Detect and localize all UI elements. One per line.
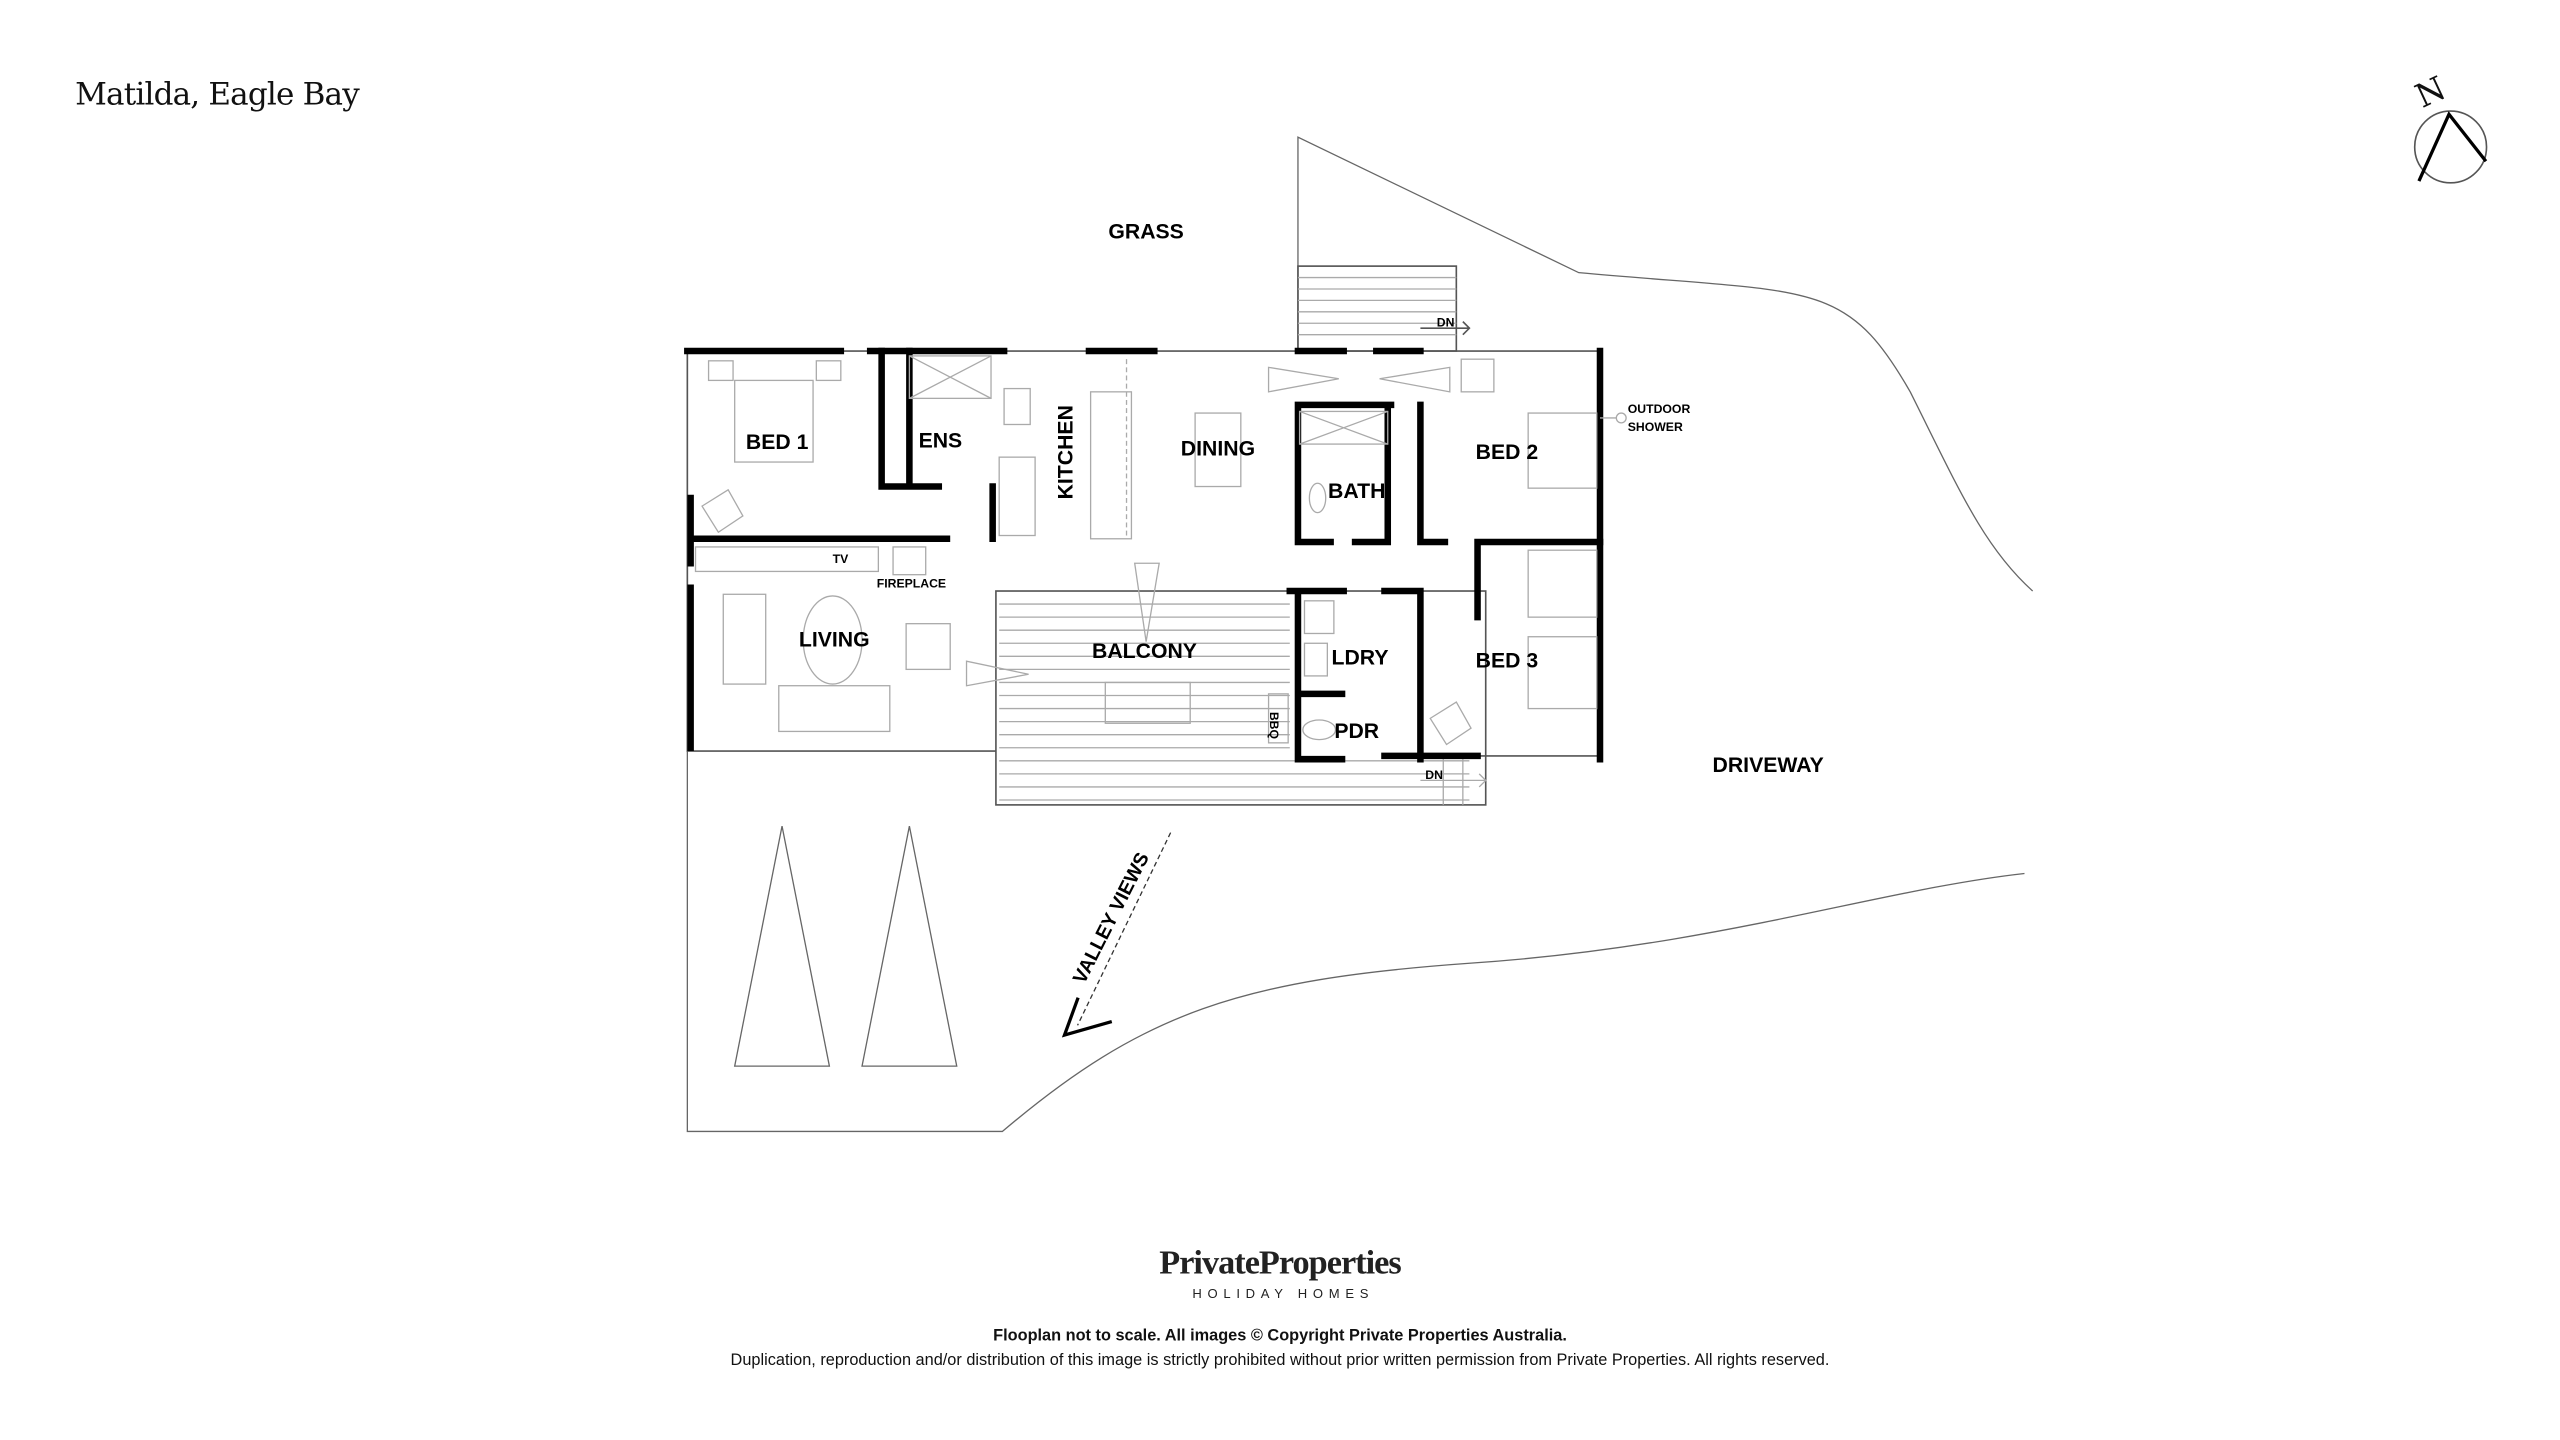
room-label-dining: DINING (1181, 438, 1255, 461)
brand-logo: PrivateProperties (1159, 1243, 1401, 1281)
room-label-kitchen: KITCHEN (1055, 405, 1078, 499)
room-label-ens: ENS (919, 429, 963, 452)
compass-letter: N (2410, 69, 2451, 115)
tv-label: TV (833, 552, 849, 566)
grass-label: GRASS (1108, 220, 1183, 243)
room-label-bed1: BED 1 (746, 431, 809, 454)
room-label-balcony: BALCONY (1092, 640, 1197, 663)
room-label-bed3: BED 3 (1476, 650, 1539, 673)
room-label-living: LIVING (799, 629, 870, 652)
footer-disclaimer: Duplication, reproduction and/or distrib… (731, 1351, 1830, 1369)
site-boundary (686, 136, 2034, 1133)
stairs-down-label-2: DN (1425, 768, 1443, 782)
fireplace-label: FIREPLACE (877, 577, 946, 591)
walls (684, 347, 1604, 763)
brand-tagline: HOLIDAY HOMES (1192, 1286, 1374, 1301)
furniture (694, 355, 1627, 746)
tree-icon (733, 825, 831, 1067)
room-label-bed2: BED 2 (1476, 441, 1539, 464)
tree-icon (861, 825, 958, 1067)
valley-views-indicator: VALLEY VIEWS (1061, 832, 1172, 1038)
outdoor-shower-label-2: SHOWER (1628, 420, 1683, 434)
valley-views-label: VALLEY VIEWS (1069, 849, 1154, 987)
page-title: Matilda, Eagle Bay (75, 76, 360, 112)
stairs-down-label: DN (1437, 316, 1455, 330)
outdoor-shower-label: OUTDOOR (1628, 402, 1691, 416)
balcony-deck (995, 590, 1487, 806)
north-arrow-icon: N (2410, 69, 2488, 184)
room-label-bath: BATH (1328, 480, 1385, 503)
driveway-label: DRIVEWAY (1713, 754, 1824, 777)
room-label-ldry: LDRY (1332, 646, 1389, 669)
bbq-label: BBQ (1267, 712, 1281, 739)
footer-copyright: Flooplan not to scale. All images © Copy… (993, 1326, 1567, 1344)
room-label-pdr: PDR (1334, 720, 1379, 743)
rear-deck (1297, 265, 1471, 352)
